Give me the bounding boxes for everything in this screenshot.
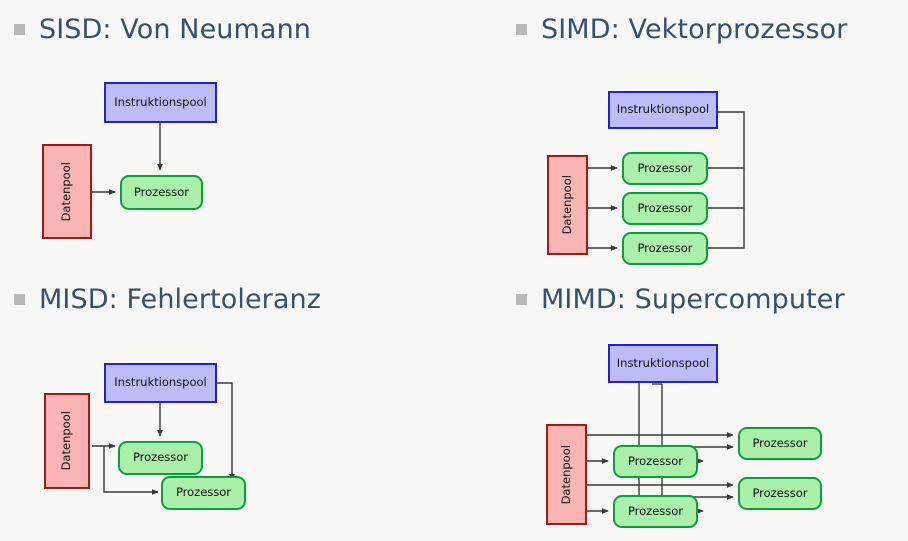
arrow-instr-to-proc-2 [217, 382, 235, 481]
connector-layer-misd [92, 382, 235, 495]
bullet-row-sisd: SISD: Von Neumann [14, 16, 311, 43]
node-label: Datenpool [558, 444, 573, 505]
node-label: Instruktionspool [616, 102, 710, 117]
node-instruction-pool: Instruktionspool [608, 91, 718, 129]
connector-layer-simd [588, 111, 745, 251]
bullet-square-icon [14, 294, 25, 305]
node-instruction-pool: Instruktionspool [104, 82, 217, 123]
node-data-pool: Datenpool [44, 393, 90, 489]
node-processor-1: Prozessor [118, 441, 203, 475]
bullet-square-icon [14, 24, 25, 35]
quadrant-sisd: SISD: Von Neumann Instruktionspool Daten… [0, 0, 454, 270]
bullet-row-misd: MISD: Fehlertoleranz [14, 286, 321, 313]
node-processor-3: Prozessor [622, 232, 708, 265]
node-processor-2: Prozessor [622, 192, 708, 225]
node-instruction-pool: Instruktionspool [104, 363, 217, 403]
node-instruction-pool: Instruktionspool [608, 344, 718, 383]
page-title-mimd: MIMD: Supercomputer [541, 284, 845, 315]
quadrant-simd: SIMD: Vektorprozessor Instruktions [454, 0, 908, 270]
arrow-instr-bus-b-1 [661, 384, 734, 450]
node-label: Prozessor [627, 503, 684, 518]
node-label: Prozessor [752, 435, 808, 450]
bullet-square-icon [516, 294, 527, 305]
node-processor-1: Prozessor [622, 152, 708, 185]
node-label: Instruktionspool [616, 355, 710, 370]
node-data-pool: Datenpool [546, 424, 587, 525]
node-processor-right-2: Prozessor [738, 477, 822, 510]
node-label: Instruktionspool [114, 94, 207, 109]
node-label: Datenpool [59, 161, 74, 222]
quadrant-mimd: MIMD: Supercomputer [454, 270, 908, 540]
diagram-sisd: Instruktionspool Datenpool Prozessor [0, 0, 454, 270]
node-processor-2: Prozessor [161, 476, 246, 510]
node-data-pool: Datenpool [42, 144, 92, 239]
node-processor-1: Prozessor [120, 175, 203, 210]
node-label: Prozessor [637, 240, 693, 255]
diagram-simd: Instruktionspool Datenpool Prozessor Pro… [454, 0, 908, 270]
page-title-misd: MISD: Fehlertoleranz [39, 284, 322, 315]
arrow-data-to-proc-2 [103, 446, 159, 495]
node-label: Prozessor [637, 200, 693, 215]
node-label: Instruktionspool [114, 375, 207, 390]
node-processor-left-1: Prozessor [613, 445, 698, 478]
node-processor-left-2: Prozessor [613, 495, 698, 528]
diagram-misd: Instruktionspool Datenpool Prozessor Pro… [0, 270, 454, 540]
node-label: Datenpool [59, 411, 74, 471]
node-label: Datenpool [559, 175, 574, 235]
bullet-row-simd: SIMD: Vektorprozessor [516, 16, 848, 43]
node-processor-right-1: Prozessor [738, 427, 822, 460]
page-title-simd: SIMD: Vektorprozessor [541, 14, 848, 45]
connector-layer-sisd [92, 122, 163, 195]
quadrant-misd: MISD: Fehlertoleranz Instruktionsp [0, 270, 454, 540]
diagram-mimd: Instruktionspool Datenpool Prozessor Pro… [454, 270, 908, 540]
node-label: Prozessor [133, 184, 190, 199]
node-label: Prozessor [627, 453, 684, 468]
bullet-row-mimd: MIMD: Supercomputer [516, 286, 845, 313]
page-title-sisd: SISD: Von Neumann [39, 14, 311, 45]
node-label: Prozessor [752, 485, 808, 500]
node-label: Prozessor [175, 485, 232, 500]
node-data-pool: Datenpool [547, 155, 588, 255]
bullet-square-icon [516, 24, 527, 35]
node-label: Prozessor [132, 450, 189, 465]
node-label: Prozessor [637, 160, 693, 175]
